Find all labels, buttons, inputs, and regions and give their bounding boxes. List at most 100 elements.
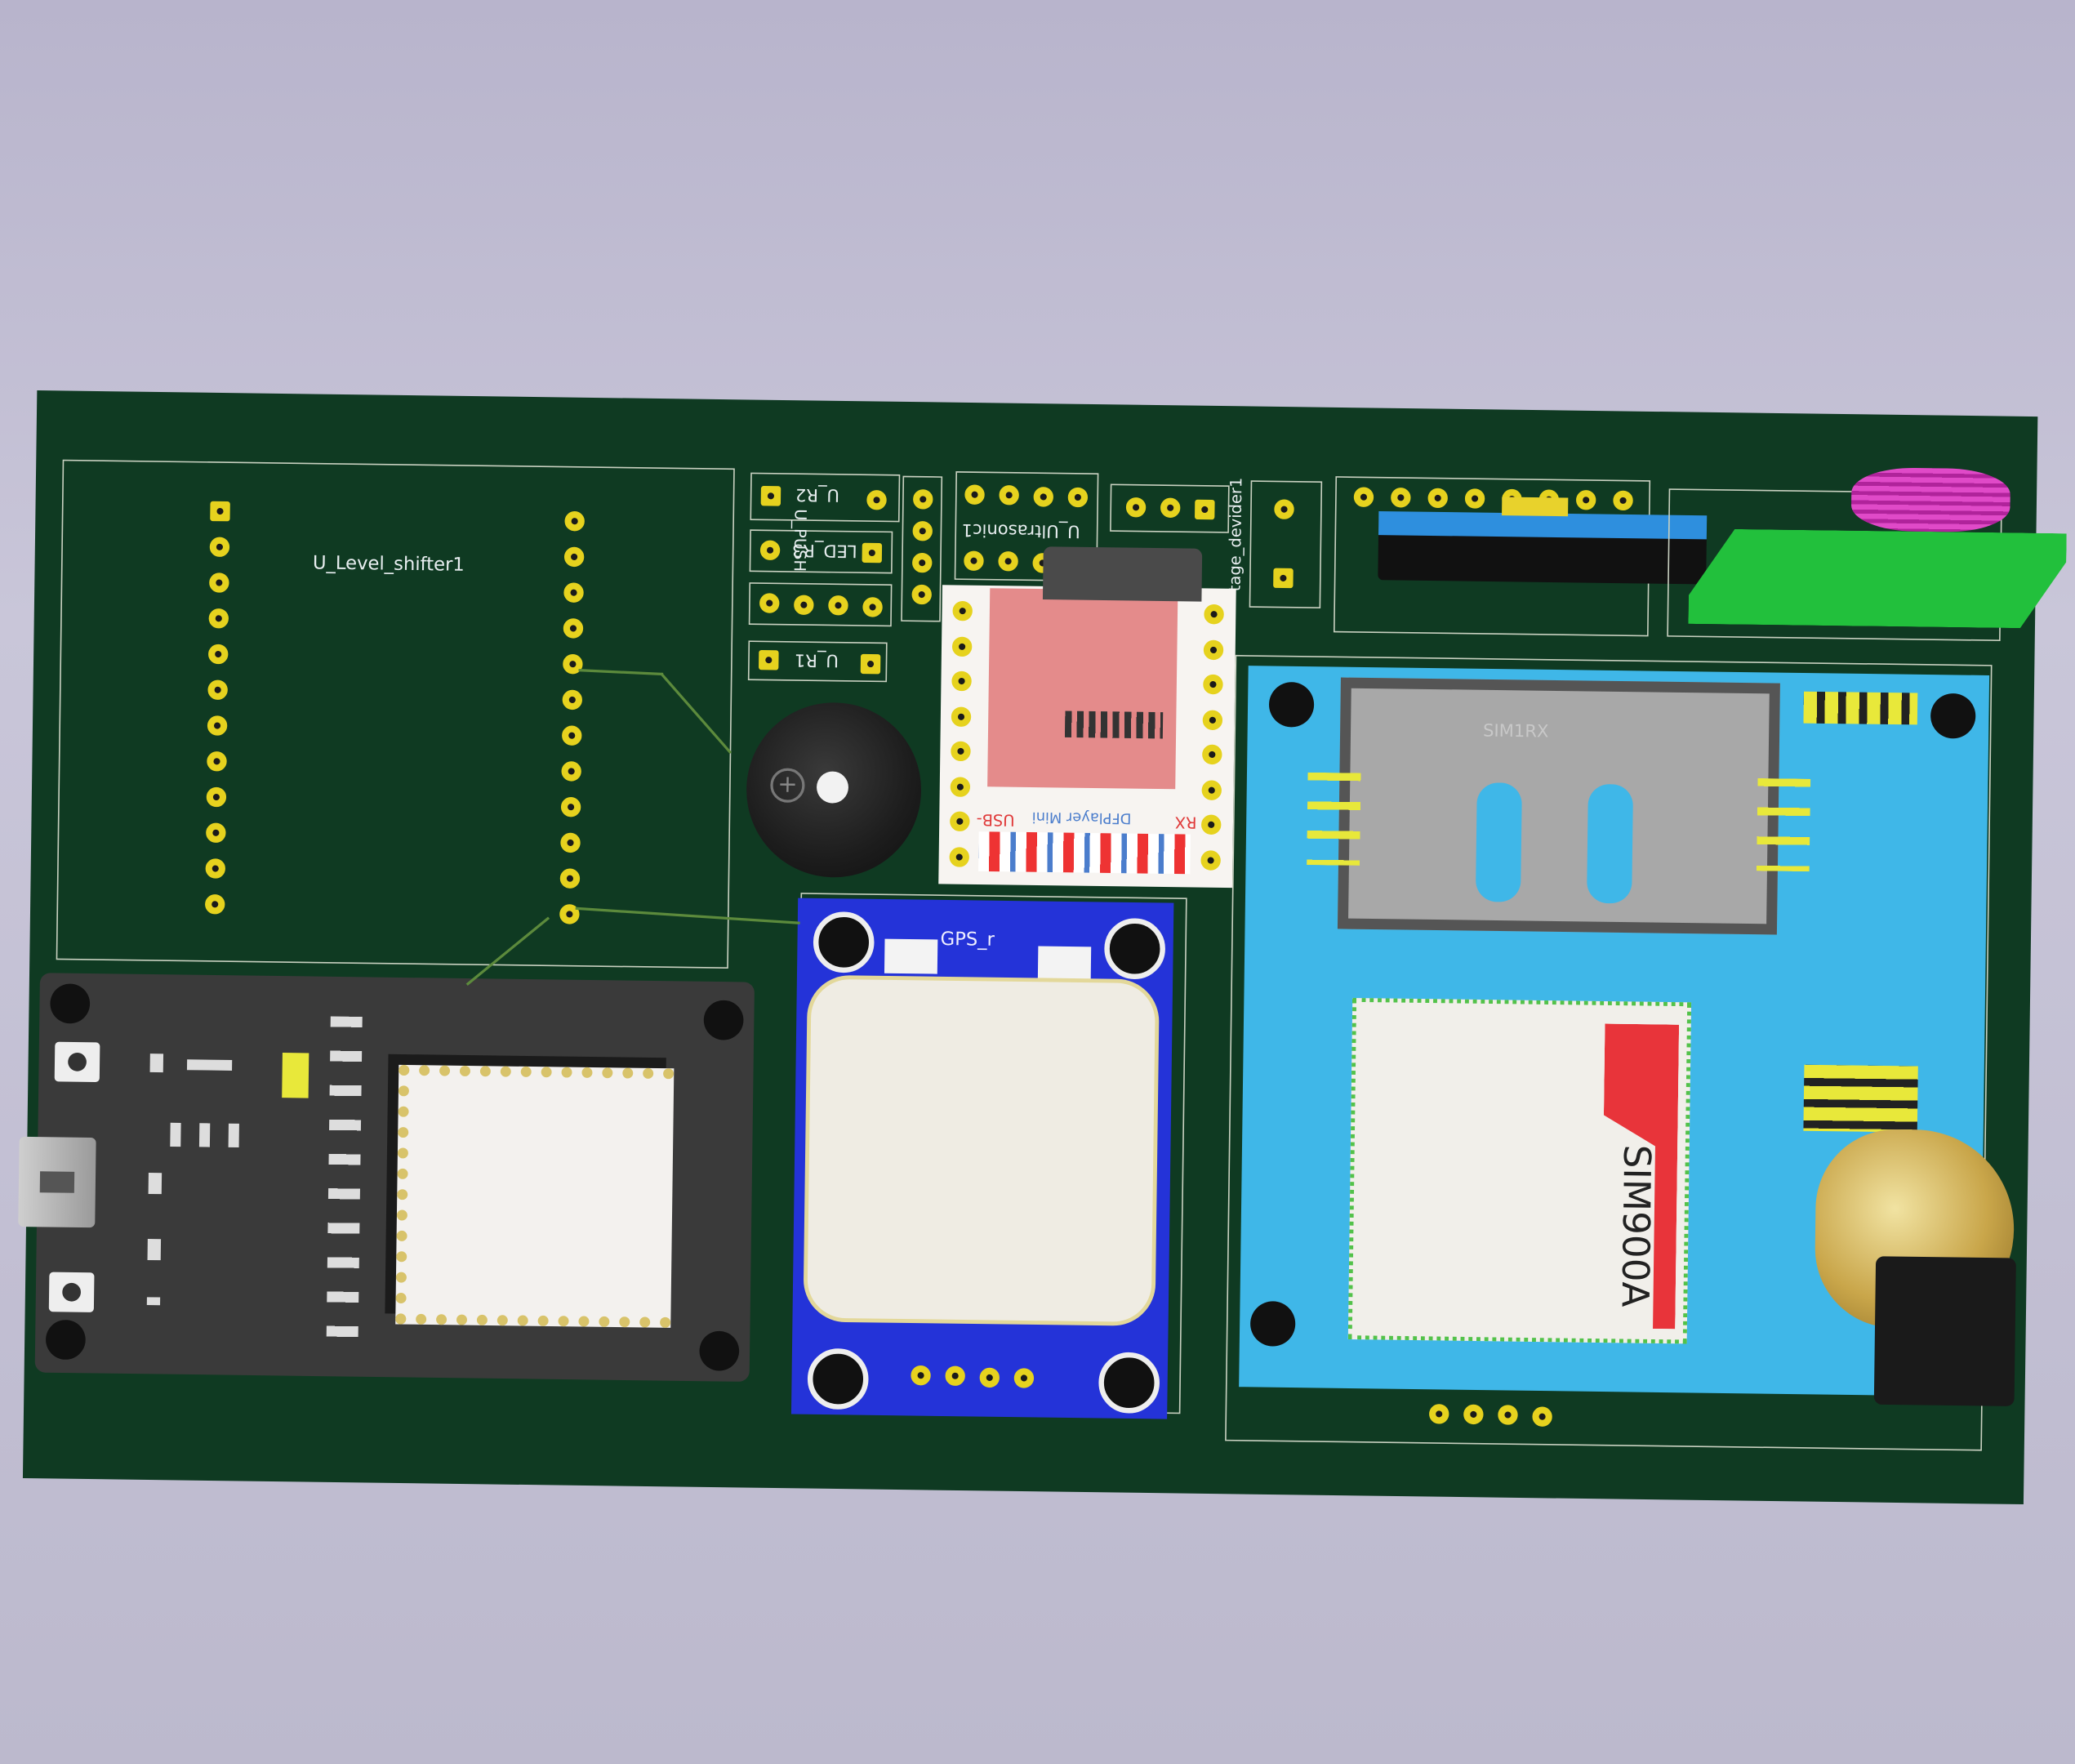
dfplayer-pin xyxy=(950,811,970,832)
pin-pad xyxy=(559,868,581,889)
level-shifter-label: U_Level_shifter1 xyxy=(312,552,465,577)
mount-hole xyxy=(1268,681,1315,728)
esp32-smd-components xyxy=(141,1054,344,1308)
r1-pad xyxy=(759,649,779,670)
sma-connector-base xyxy=(1873,1256,2016,1406)
dfplayer-pin xyxy=(949,846,970,867)
vd-pad xyxy=(1160,497,1181,519)
push-label: U_PUSH xyxy=(790,509,810,572)
dfplayer-pin xyxy=(950,776,971,797)
mount-hole xyxy=(699,1330,740,1371)
gsm-header-top xyxy=(1803,691,1918,725)
pin-pad xyxy=(1353,487,1374,508)
pin-pad xyxy=(560,796,581,817)
r2-pad xyxy=(760,485,781,506)
gsm-header-side xyxy=(1803,1064,1918,1133)
dfplayer-usb-label: USB- xyxy=(976,810,1015,830)
gps-pin xyxy=(911,1365,931,1386)
r1-label: U_R1 xyxy=(794,648,839,670)
ultrasonic-label: U_Ultrasonic1 xyxy=(961,519,1080,541)
sim900a-chip: SIM900A xyxy=(1347,997,1692,1344)
pin-pad xyxy=(1575,489,1596,510)
dfplayer-module[interactable]: DFPlayer Mini USB- RX xyxy=(938,546,1236,889)
micro-usb-icon[interactable] xyxy=(18,1136,96,1228)
pin-pad xyxy=(1464,488,1485,509)
dfplayer-pin xyxy=(951,635,973,657)
mount-hole xyxy=(1930,693,1976,739)
esp32-side-pads xyxy=(326,1016,363,1340)
dfplayer-pin xyxy=(1200,849,1221,871)
sim900a-label: SIM900A xyxy=(1613,1144,1659,1308)
gps-pin xyxy=(979,1367,1000,1388)
dfplayer-smd-parts xyxy=(978,831,1191,875)
dfplayer-pin xyxy=(1204,604,1224,625)
boot-button[interactable] xyxy=(48,1272,95,1312)
esp32-devkit[interactable] xyxy=(18,973,755,1382)
level-shifter-pin-row-right xyxy=(37,390,2037,416)
sensor-pin-row xyxy=(37,390,2037,416)
gps-pad-white xyxy=(1037,946,1092,982)
gps-module[interactable]: GPS_r xyxy=(790,898,1174,1419)
conn-pad xyxy=(1273,568,1294,589)
en-button[interactable] xyxy=(54,1041,100,1083)
pin-pad xyxy=(560,832,581,853)
sd-card-slot xyxy=(987,588,1178,790)
mount-hole xyxy=(807,1348,869,1410)
buzzer-icon[interactable]: + xyxy=(745,701,923,879)
r3-pad xyxy=(862,542,883,564)
header-pad xyxy=(911,552,933,573)
dfplayer-rx-label: RX xyxy=(1174,813,1197,832)
dfplayer-pin xyxy=(951,741,971,762)
buzzer-hole xyxy=(816,771,849,804)
dfplayer-pin xyxy=(1200,814,1222,835)
dfplayer-pin xyxy=(952,600,973,621)
level-shifter-pin-row-left xyxy=(37,390,2037,416)
gsm-pin xyxy=(1532,1406,1552,1427)
gps-pad-white xyxy=(884,938,938,974)
dfplayer-pin xyxy=(1203,674,1223,695)
voltage-divider-label: tage_devider1 xyxy=(1225,477,1246,592)
pin-pad xyxy=(562,689,583,710)
sim-holder-text: SIM1RX xyxy=(1482,721,1549,743)
dfplayer-pin xyxy=(1203,639,1224,660)
vd-pad xyxy=(1194,499,1215,520)
gps-pin xyxy=(1013,1368,1035,1388)
dfplayer-chip xyxy=(1064,710,1164,739)
pin-pad xyxy=(1613,490,1633,511)
pin-pad xyxy=(561,725,582,746)
mount-hole xyxy=(1249,1301,1296,1347)
pcb-board[interactable]: U_Level_shifter1 U_R2 LED_R3 U_PUSH U_R1… xyxy=(18,390,2037,1505)
gps-pin xyxy=(945,1365,966,1387)
sim-holder-pins xyxy=(1307,772,1811,872)
mic-capsule xyxy=(1850,466,2011,533)
header-pad xyxy=(911,584,933,605)
mount-hole xyxy=(1103,917,1166,980)
mount-hole xyxy=(45,1319,87,1361)
mic-module-green-board[interactable] xyxy=(1688,528,2066,629)
gps-label: GPS_r xyxy=(940,929,995,951)
mount-hole xyxy=(50,983,91,1024)
pin-pad xyxy=(561,761,581,782)
pin-pad xyxy=(563,653,583,675)
mount-hole xyxy=(813,911,875,973)
dfplayer-pin xyxy=(951,670,972,692)
r1-pad xyxy=(860,653,881,675)
mount-hole xyxy=(703,1000,744,1040)
dfplayer-pin xyxy=(1202,709,1223,730)
buzzer-plus-icon: + xyxy=(770,768,805,804)
dfplayer-pin xyxy=(1201,779,1222,800)
gsm-pin xyxy=(1498,1405,1518,1425)
ultrasonic-pad xyxy=(1067,487,1089,508)
pin-pad xyxy=(1427,488,1449,509)
dfplayer-pin xyxy=(1202,744,1222,765)
pin-pad xyxy=(1391,487,1411,508)
r2-label: U_R2 xyxy=(795,483,840,505)
dfplayer-label: DFPlayer Mini xyxy=(1031,808,1132,827)
header-pad xyxy=(912,520,933,541)
pin-pad xyxy=(210,501,230,522)
esp32-wroom-shield xyxy=(385,1054,675,1328)
sd-card-top xyxy=(1042,546,1203,602)
dfplayer-pin xyxy=(951,706,972,727)
sensor-yellow-part xyxy=(1502,497,1569,517)
mount-hole xyxy=(1098,1352,1160,1414)
